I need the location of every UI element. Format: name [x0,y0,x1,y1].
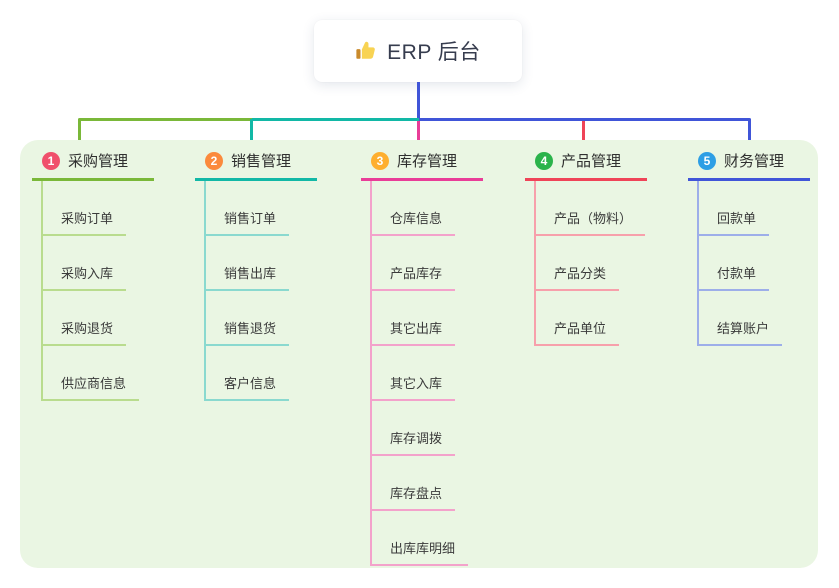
branch-label: 采购管理 [68,150,128,171]
branch-number-badge: 1 [42,152,60,170]
child-node[interactable]: 产品（物料） [536,208,645,236]
child-row: 其它出库 [372,291,511,346]
connector-horizontal-teal [252,118,419,121]
branch-children: 仓库信息产品库存其它出库其它入库库存调拨库存盘点出库库明细 [370,181,511,566]
branch-number-badge: 2 [205,152,223,170]
branch-children: 采购订单采购入库采购退货供应商信息 [41,181,182,401]
branch: 4 产品管理 产品（物料） 产品分类产品单位 [525,150,675,346]
root-node[interactable]: ERP 后台 [314,20,522,82]
branch-label: 产品管理 [561,150,621,171]
thumbs-up-icon [355,40,377,62]
child-node[interactable]: 其它入库 [372,373,455,401]
branch: 1 采购管理 采购订单采购入库采购退货供应商信息 [32,150,182,401]
child-row: 销售退货 [206,291,345,346]
connector-root-drop [417,82,420,119]
child-row: 产品单位 [536,291,675,346]
branch: 5 财务管理 回款单付款单结算账户 [688,150,838,346]
child-row: 结算账户 [699,291,838,346]
child-node[interactable]: 采购订单 [43,208,126,236]
child-node[interactable]: 客户信息 [206,373,289,401]
child-node[interactable]: 付款单 [699,263,769,291]
child-row: 销售出库 [206,236,345,291]
branch-label: 库存管理 [397,150,457,171]
child-row: 供应商信息 [43,346,182,401]
child-node[interactable]: 其它出库 [372,318,455,346]
child-row: 采购入库 [43,236,182,291]
child-node[interactable]: 库存调拨 [372,428,455,456]
child-node[interactable]: 库存盘点 [372,483,455,511]
child-row: 库存调拨 [372,401,511,456]
child-node[interactable]: 销售退货 [206,318,289,346]
child-node[interactable]: 仓库信息 [372,208,455,236]
branch-number-badge: 5 [698,152,716,170]
child-row: 回款单 [699,181,838,236]
branch-number-badge: 3 [371,152,389,170]
child-row: 采购订单 [43,181,182,236]
child-node[interactable]: 回款单 [699,208,769,236]
child-row: 客户信息 [206,346,345,401]
branch-header[interactable]: 5 财务管理 [688,150,810,181]
child-node[interactable]: 产品分类 [536,263,619,291]
child-row: 仓库信息 [372,181,511,236]
branch-header[interactable]: 1 采购管理 [32,150,154,181]
child-node[interactable]: 采购入库 [43,263,126,291]
branch-label: 销售管理 [231,150,291,171]
child-node[interactable]: 供应商信息 [43,373,139,401]
branch-children: 销售订单销售出库销售退货客户信息 [204,181,345,401]
child-node[interactable]: 销售出库 [206,263,289,291]
branch-header[interactable]: 2 销售管理 [195,150,317,181]
branch: 2 销售管理 销售订单销售出库销售退货客户信息 [195,150,345,401]
child-row: 付款单 [699,236,838,291]
connector-horizontal-blue [419,118,751,121]
child-node[interactable]: 采购退货 [43,318,126,346]
root-title: ERP 后台 [387,36,481,66]
branch-header[interactable]: 4 产品管理 [525,150,647,181]
child-row: 库存盘点 [372,456,511,511]
child-node[interactable]: 产品单位 [536,318,619,346]
branch-children: 回款单付款单结算账户 [697,181,838,346]
child-row: 产品（物料） [536,181,675,236]
branch: 3 库存管理 仓库信息产品库存其它出库其它入库库存调拨库存盘点出库库明细 [361,150,511,566]
child-node[interactable]: 销售订单 [206,208,289,236]
branch-label: 财务管理 [724,150,784,171]
branch-number-badge: 4 [535,152,553,170]
child-row: 采购退货 [43,291,182,346]
branch-children: 产品（物料） 产品分类产品单位 [534,181,675,346]
child-row: 产品库存 [372,236,511,291]
child-row: 销售订单 [206,181,345,236]
child-row: 产品分类 [536,236,675,291]
child-node[interactable]: 产品库存 [372,263,455,291]
connector-horizontal-green [78,118,252,121]
branch-header[interactable]: 3 库存管理 [361,150,483,181]
child-row: 其它入库 [372,346,511,401]
child-node[interactable]: 出库库明细 [372,538,468,566]
child-row: 出库库明细 [372,511,511,566]
child-node[interactable]: 结算账户 [699,318,782,346]
